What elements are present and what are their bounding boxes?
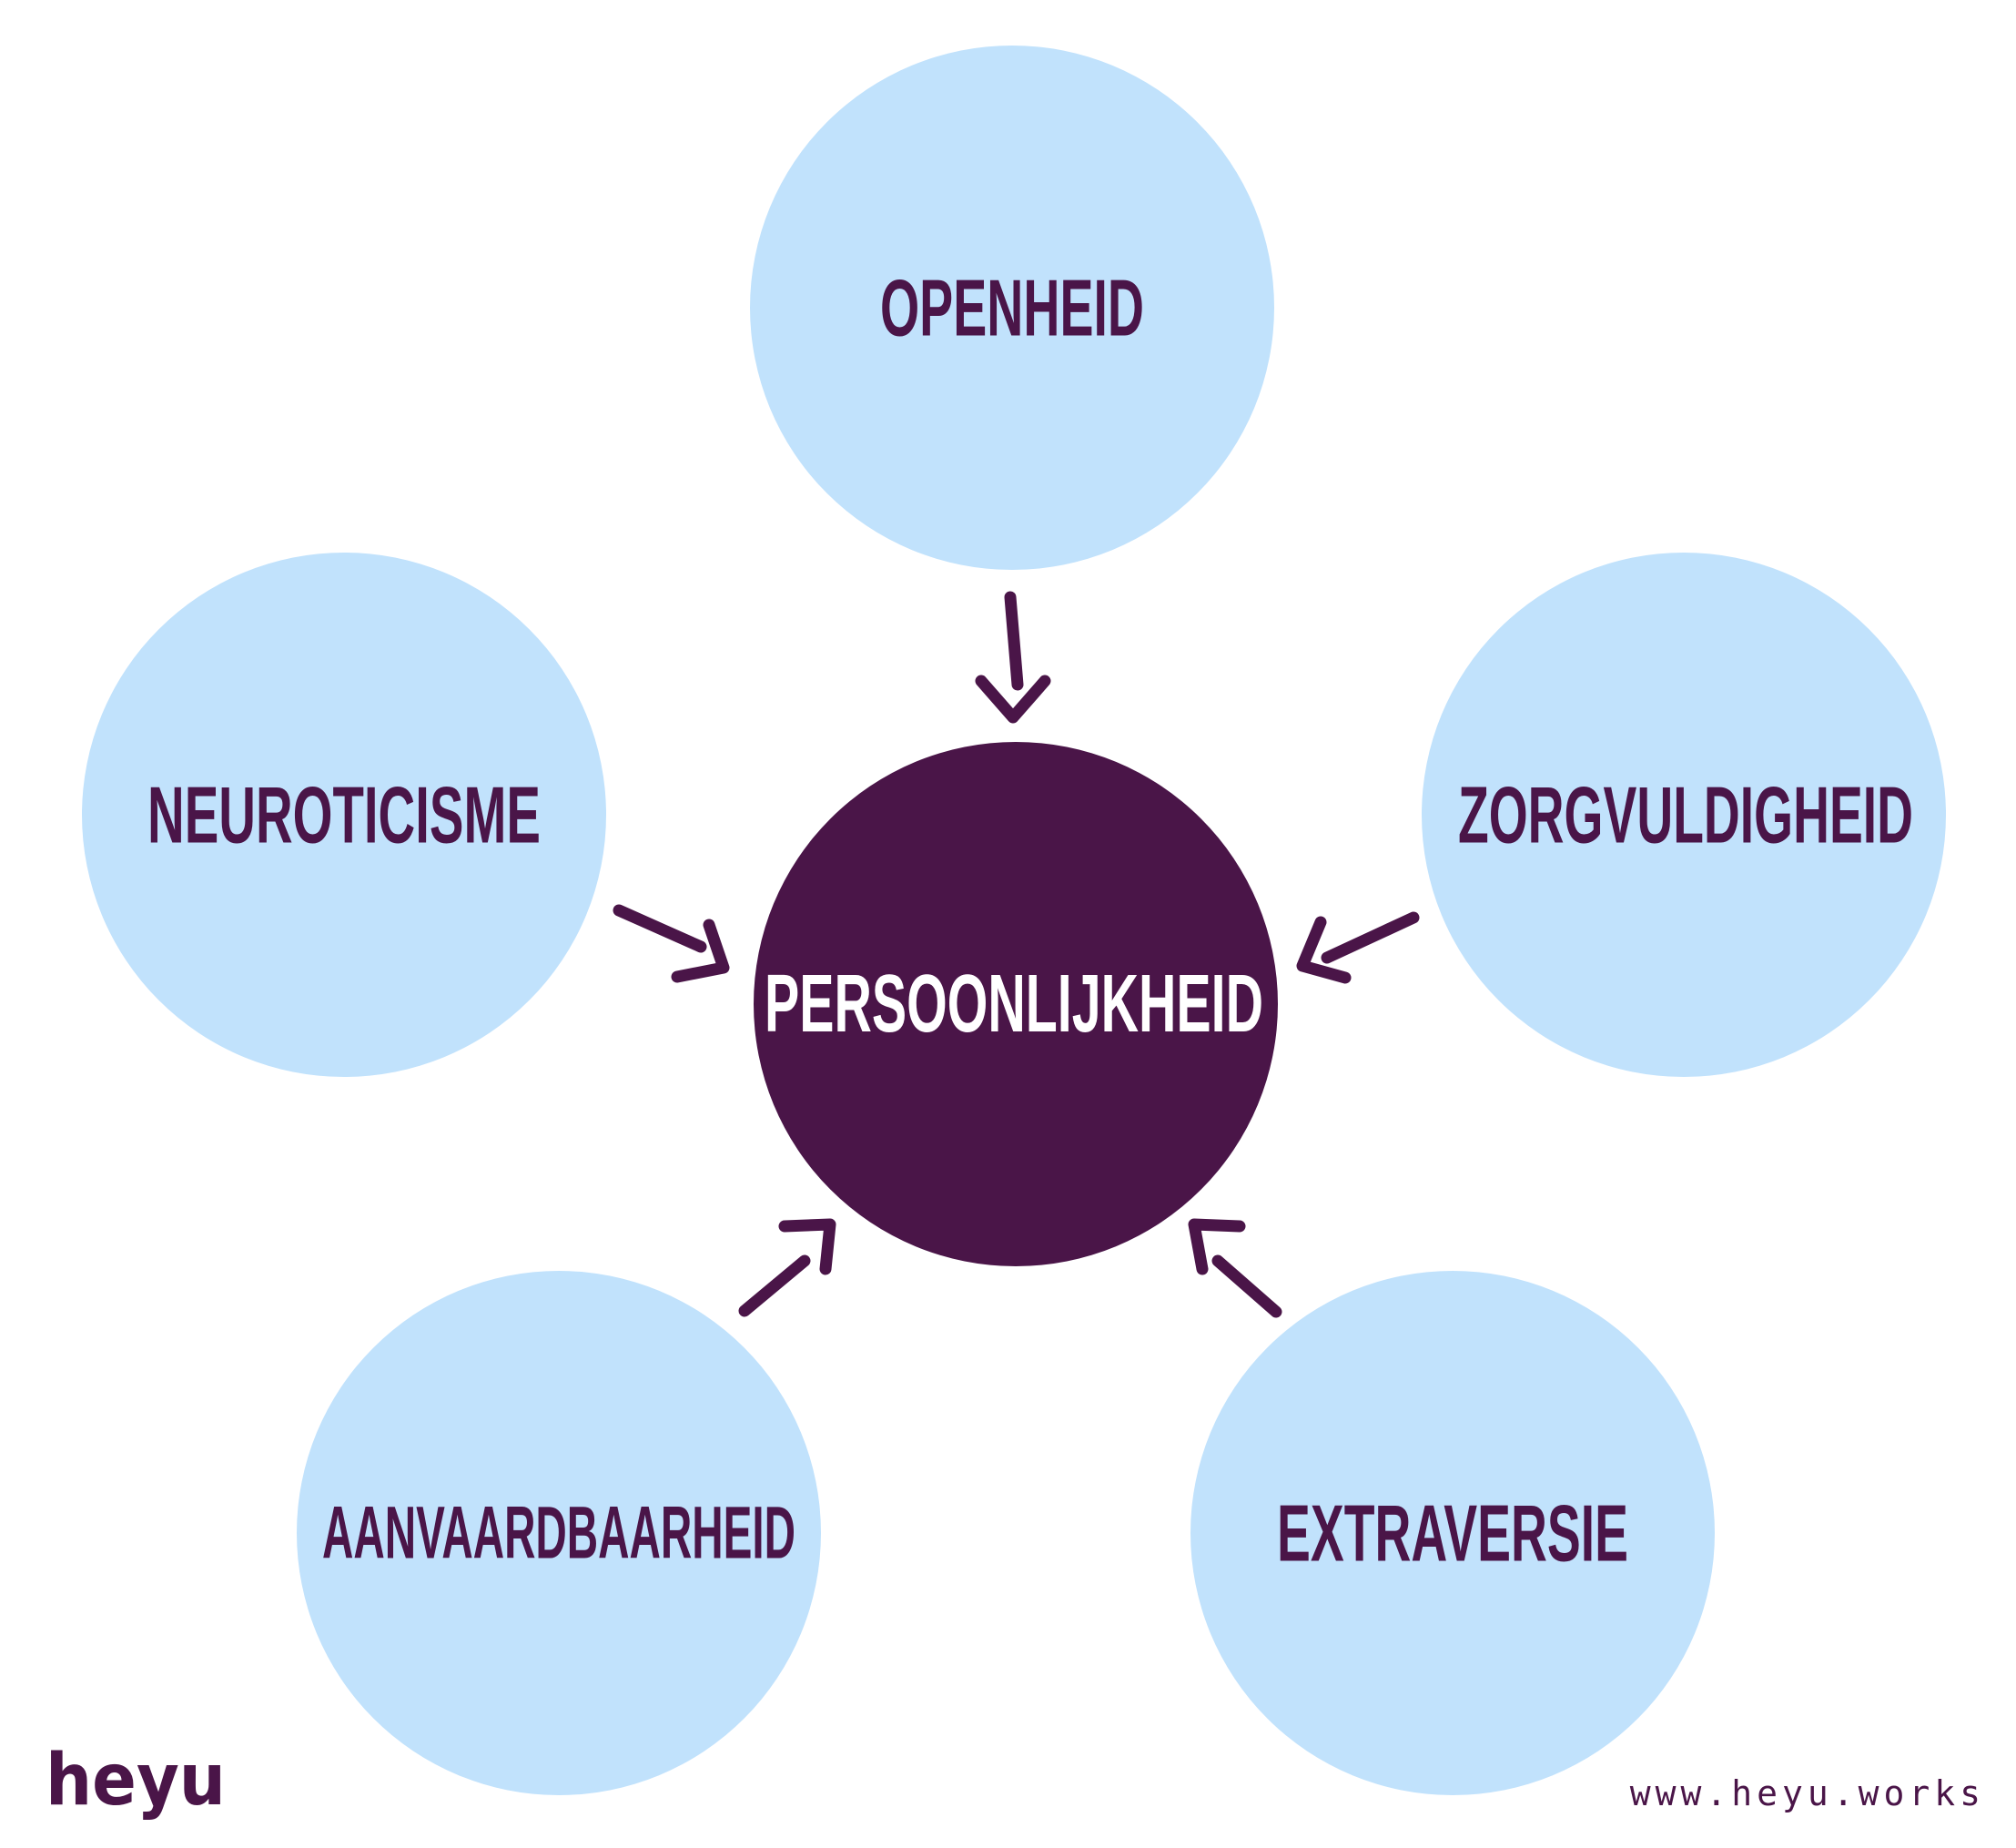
arrow-extraversie-shaft — [1211, 1254, 1282, 1318]
node-openheid-circle — [750, 46, 1274, 570]
node-zorgvuldigheid-label: ZORGVULDIGHEID — [1458, 770, 1913, 860]
arrow-neuroticisme-shaft — [613, 904, 707, 953]
node-openheid-label: OPENHEID — [880, 263, 1144, 353]
node-zorgvuldigheid-circle — [1422, 553, 1946, 1077]
center-node-label: PERSOONLIJKHEID — [765, 959, 1263, 1050]
heyu-logo: heyu — [46, 1740, 226, 1822]
arrow-neuroticisme — [613, 904, 730, 983]
node-aanvaardbaarheid: AANVAARDBAARHEID — [297, 1271, 821, 1795]
node-aanvaardbaarheid-label: AANVAARDBAARHEID — [322, 1492, 795, 1575]
arrow-neuroticisme-head — [671, 919, 730, 983]
node-neuroticisme: NEUROTICISME — [82, 553, 606, 1077]
arrow-aanvaardbaarheid — [738, 1218, 836, 1317]
arrow-openheid-shaft — [1004, 591, 1024, 691]
node-extraversie-circle — [1190, 1271, 1715, 1795]
node-aanvaardbaarheid-circle — [297, 1271, 821, 1795]
arrow-zorgvuldigheid — [1296, 911, 1420, 984]
node-zorgvuldigheid: ZORGVULDIGHEID — [1422, 553, 1946, 1077]
center-node: PERSOONLIJKHEID — [754, 742, 1278, 1266]
arrow-openheid-head — [975, 675, 1051, 724]
center-node-circle — [754, 742, 1278, 1266]
arrow-aanvaardbaarheid-head — [778, 1218, 836, 1275]
arrow-aanvaardbaarheid-shaft — [738, 1254, 811, 1317]
node-extraversie: EXTRAVERSIE — [1190, 1271, 1715, 1795]
node-neuroticisme-circle — [82, 553, 606, 1077]
arrow-zorgvuldigheid-shaft — [1321, 911, 1420, 964]
arrow-extraversie — [1188, 1218, 1282, 1318]
node-openheid: OPENHEID — [750, 46, 1274, 570]
arrow-extraversie-head — [1188, 1218, 1246, 1275]
node-neuroticisme-label: NEUROTICISME — [147, 770, 541, 860]
arrow-openheid — [975, 591, 1051, 724]
arrows — [613, 591, 1420, 1318]
node-extraversie-label: EXTRAVERSIE — [1277, 1488, 1628, 1579]
footer-url[interactable]: www.heyu.works — [1629, 1773, 1985, 1813]
arrow-zorgvuldigheid-head — [1296, 916, 1352, 984]
